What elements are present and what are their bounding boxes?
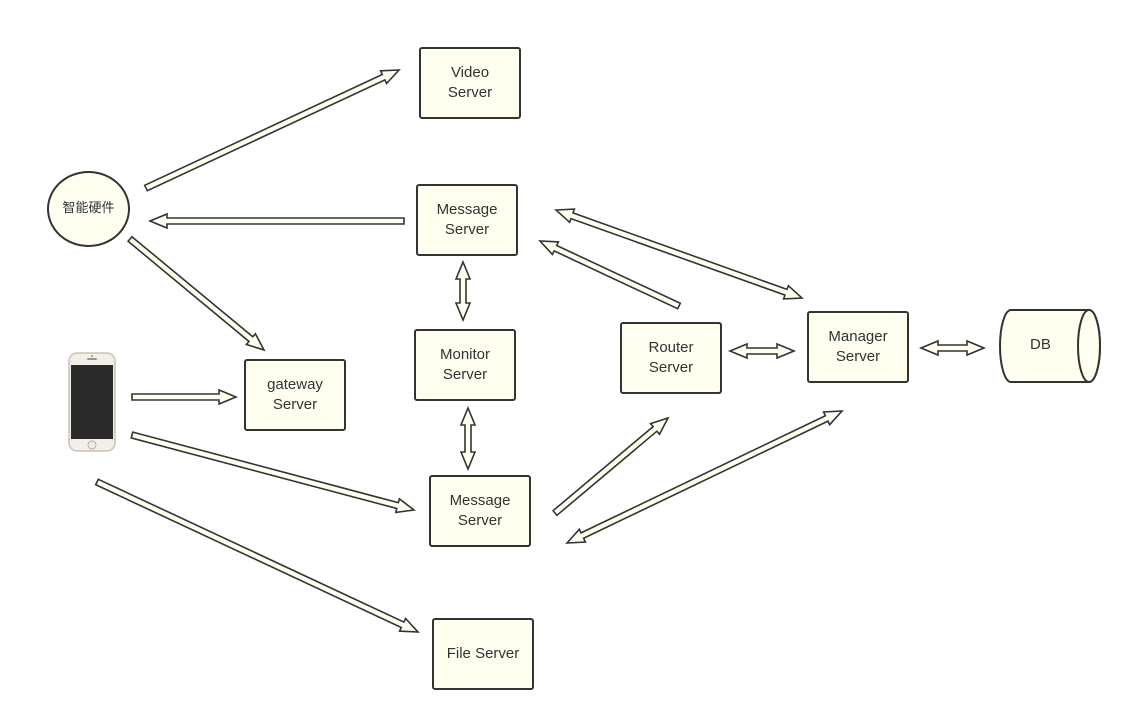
manager-server-label-line1: Manager — [828, 328, 888, 345]
arrow-message-to-hardware — [147, 212, 405, 230]
message-server-top-label-line2: Server — [444, 221, 490, 238]
manager-server-node: Manager Server — [807, 311, 909, 383]
monitor-server-label-line1: Monitor — [439, 346, 491, 363]
router-server-label-line1: Router — [648, 339, 694, 356]
smartphone-icon — [68, 352, 116, 452]
db-label: DB — [1030, 336, 1051, 353]
arrow-hardware-to-video — [143, 69, 401, 192]
file-server-label: File Server — [446, 645, 520, 662]
arrow-message-monitor — [454, 259, 472, 323]
gateway-server-node: gateway Server — [244, 359, 346, 431]
arrow-monitor-message — [459, 405, 477, 472]
arrow-message-bottom-to-router — [551, 416, 670, 517]
arrow-router-manager — [727, 342, 797, 360]
arrow-router-to-message-top — [538, 240, 682, 310]
gateway-server-label-line1: gateway — [267, 376, 323, 393]
arrow-phone-to-gateway — [131, 388, 239, 406]
monitor-server-label-line2: Server — [442, 366, 488, 383]
gateway-server-label-line2: Server — [272, 396, 318, 413]
video-server-node: Video Server — [419, 47, 521, 119]
arrow-manager-db — [918, 339, 987, 357]
message-server-top-node: Message Server — [416, 184, 518, 256]
router-server-label-line2: Server — [648, 359, 694, 376]
arrow-phone-to-message-bottom — [130, 431, 417, 514]
arrow-hardware-to-gateway — [126, 235, 266, 352]
router-server-node: Router Server — [620, 322, 722, 394]
message-server-bottom-label-line2: Server — [457, 512, 503, 529]
message-server-top-label-line1: Message — [436, 201, 498, 218]
smart-hardware-label: 智能硬件 — [62, 201, 115, 216]
arrow-phone-to-file — [94, 478, 420, 633]
smart-hardware-node: 智能硬件 — [47, 171, 130, 247]
video-server-label-line1: Video — [450, 64, 490, 81]
message-server-bottom-node: Message Server — [429, 475, 531, 547]
database-cylinder-icon — [999, 309, 1101, 383]
arrow-message-bottom-manager — [565, 410, 844, 544]
message-server-bottom-label-line1: Message — [449, 492, 511, 509]
monitor-server-node: Monitor Server — [414, 329, 516, 401]
arrow-message-top-manager — [554, 208, 804, 300]
manager-server-label-line2: Server — [835, 348, 881, 365]
file-server-node: File Server — [432, 618, 534, 690]
video-server-label-line2: Server — [447, 84, 493, 101]
